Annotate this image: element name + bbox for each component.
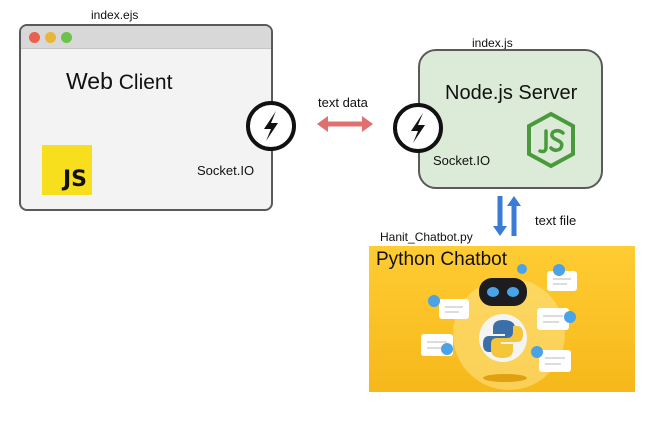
nodejs-server-box: Node.js Server Socket.IO: [418, 49, 603, 189]
text-file-label: text file: [535, 213, 577, 228]
server-title: Node.js Server: [445, 82, 578, 104]
chat-bubble-icon: [421, 334, 453, 356]
server-socketio-label: Socket.IO: [433, 153, 491, 168]
javascript-logo-icon: JS: [42, 145, 92, 195]
web-client-socketio-label: Socket.IO: [197, 163, 255, 178]
chat-bubble-icon: [428, 295, 469, 319]
python-chatbot-panel: Python Chatbot: [369, 246, 635, 392]
bidirectional-arrow-icon: [317, 116, 373, 132]
robot-illustration-icon: [453, 278, 565, 390]
text-data-label: text data: [318, 95, 368, 110]
server-socketio-logo-icon: [393, 103, 443, 153]
chat-bubble-icon: [547, 264, 577, 291]
web-client-title-client: Client: [118, 71, 173, 94]
maximize-dot-icon: [61, 32, 72, 43]
socketio-logo-icon: [246, 101, 296, 151]
web-client-title-web: Web: [66, 68, 113, 94]
chatbot-title: Python Chatbot: [376, 249, 507, 270]
chatbot-file-label: Hanit_Chatbot.py: [380, 230, 473, 244]
server-file-label: index.js: [472, 36, 513, 50]
chat-bubbles-decoration: [421, 264, 577, 372]
chat-bubble-icon: [537, 308, 576, 330]
window-titlebar: [21, 26, 271, 49]
vertical-arrows-icon: [493, 196, 521, 236]
web-client-window: Web Client JS Socket.IO: [19, 24, 273, 211]
small-bubble-icon: [517, 264, 527, 274]
web-client-title: Web Client: [66, 68, 172, 95]
chat-bubble-icon: [531, 346, 571, 372]
web-client-file-label: index.ejs: [91, 8, 139, 22]
close-dot-icon: [29, 32, 40, 43]
nodejs-logo-icon: [527, 111, 575, 169]
minimize-dot-icon: [45, 32, 56, 43]
